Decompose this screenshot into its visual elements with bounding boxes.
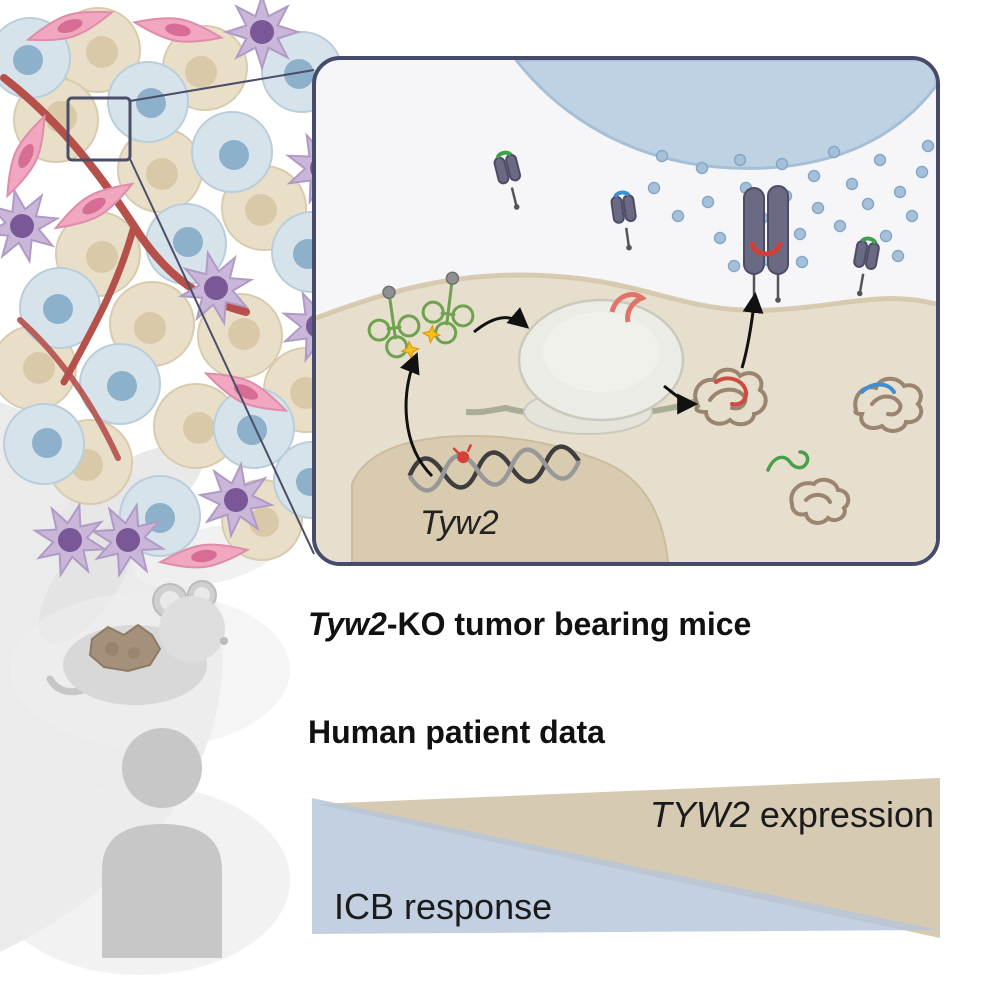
dna-helix <box>407 443 581 493</box>
protein-plain <box>789 477 851 525</box>
person-head <box>122 728 202 808</box>
trna-icon <box>367 285 421 360</box>
human-data-caption: Human patient data <box>308 714 605 750</box>
amino-acid-ball <box>445 271 460 286</box>
arrow-ribosome-to-protein <box>663 384 699 415</box>
trna-icon <box>421 271 475 345</box>
mhc-peptide-pin-green <box>493 150 522 210</box>
peptide-green-squiggle <box>766 450 810 472</box>
gene-label-tyw2: Tyw2 <box>420 504 499 542</box>
t-cell <box>514 60 936 170</box>
mouse-model-caption: Tyw2-KO tumor bearing mice <box>308 606 752 642</box>
amino-acid-ball <box>382 285 396 300</box>
gene-name-italic: Tyw2 <box>308 606 387 642</box>
icb-response-label: ICB response <box>334 886 553 927</box>
mouse-nose <box>220 637 228 645</box>
arrow-protein-to-membrane <box>740 291 764 369</box>
mhc-peptide-pin-blue <box>610 190 637 251</box>
protein-red-epitope <box>693 367 768 427</box>
expression-label: TYW2 expression <box>649 794 934 835</box>
nascent-peptide <box>609 292 647 323</box>
cell-membrane <box>316 272 936 321</box>
tumor-microenvironment-art <box>0 0 359 579</box>
ribosome-icon <box>465 292 700 435</box>
icb-response-wedge <box>312 798 938 934</box>
process-arrows <box>400 291 764 478</box>
gradient-wedges <box>312 778 940 938</box>
mouse-head <box>159 596 225 662</box>
mhc-peptide-pin-green-2 <box>853 236 880 297</box>
gene-locus-mark <box>457 451 470 464</box>
arrow-trna-to-ribosome <box>473 307 530 334</box>
protein-blue-epitope <box>853 376 924 433</box>
mouse-icon <box>46 580 228 705</box>
person-body <box>102 824 222 958</box>
nucleus <box>351 435 670 562</box>
modification-star <box>421 324 442 345</box>
inset-panel: Tyw2 <box>312 56 940 566</box>
mhc-complex-red-peptide <box>743 185 789 303</box>
person-icon <box>102 728 222 958</box>
arrow-dna-to-trna <box>400 352 434 478</box>
inset-art <box>316 60 936 562</box>
gene-name-italic: TYW2 <box>649 794 750 835</box>
tumor-patch <box>88 623 162 673</box>
trna-pair <box>367 271 475 360</box>
